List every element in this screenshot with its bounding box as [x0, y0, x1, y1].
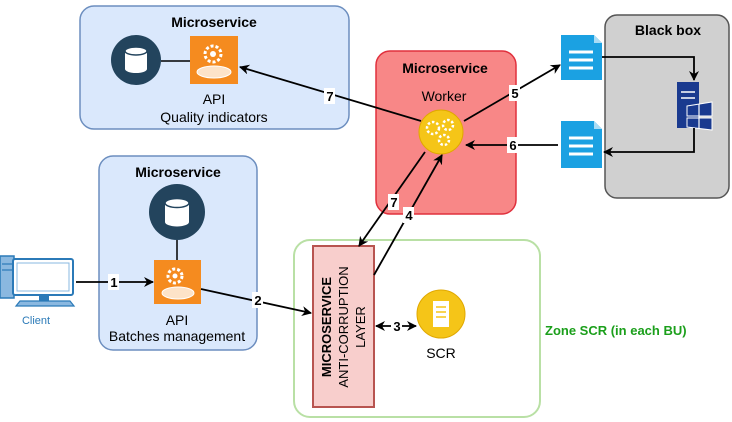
document-out-icon: [561, 35, 602, 80]
worker-name-label: Worker: [422, 88, 467, 104]
svg-text:5: 5: [511, 86, 518, 101]
worker-gears-icon: [418, 109, 464, 155]
svg-text:1: 1: [110, 275, 117, 290]
document-in-icon: [561, 121, 602, 168]
client-label: Client: [22, 315, 50, 327]
acl-label-line3: LAYER: [353, 306, 368, 348]
arrow-label-2: 2: [252, 292, 263, 308]
database-icon: [111, 35, 161, 85]
batches-title: Microservice: [135, 164, 221, 180]
svg-text:2: 2: [254, 293, 261, 308]
svg-text:7: 7: [390, 195, 397, 210]
svg-text:3: 3: [393, 319, 400, 334]
batches-api-label: API: [166, 312, 189, 328]
acl-label-line1: MICROSERVICE: [319, 277, 334, 377]
scr-server-icon: [416, 289, 466, 339]
quality-title: Microservice: [171, 14, 257, 30]
arrow-label-5: 5: [509, 85, 520, 101]
svg-text:4: 4: [405, 208, 413, 223]
windows-server-icon: [677, 82, 713, 131]
blackbox-input-connector: [602, 56, 699, 81]
svg-text:6: 6: [509, 138, 516, 153]
arrow-label-3: 3: [391, 318, 402, 334]
blackbox-output-connector: [603, 128, 695, 157]
acl-label-line2: ANTI-CORRUPTION: [336, 266, 351, 387]
client-computer-icon: [0, 255, 76, 307]
blackbox-title: Black box: [635, 22, 701, 38]
zone-scr-label: Zone SCR (in each BU): [545, 323, 687, 338]
anti-corruption-layer: [312, 245, 375, 408]
svg-text:7: 7: [326, 89, 333, 104]
arrow-label-6: 6: [507, 137, 518, 153]
batches-name-label: Batches management: [109, 328, 245, 344]
api-gear-icon: [190, 36, 238, 84]
worker-title: Microservice: [402, 60, 488, 76]
quality-api-label: API: [203, 91, 226, 107]
arrow-label-4: 4: [403, 207, 414, 223]
microservice-batches-management: [98, 155, 258, 351]
arrow-label-7-mid: 7: [388, 194, 399, 210]
api-gear-icon: [154, 260, 201, 304]
database-icon: [149, 184, 205, 240]
scr-label: SCR: [426, 345, 456, 361]
quality-name-label: Quality indicators: [160, 109, 267, 125]
arrow-label-7-top: 7: [324, 88, 335, 104]
arrow-label-1: 1: [108, 274, 119, 290]
